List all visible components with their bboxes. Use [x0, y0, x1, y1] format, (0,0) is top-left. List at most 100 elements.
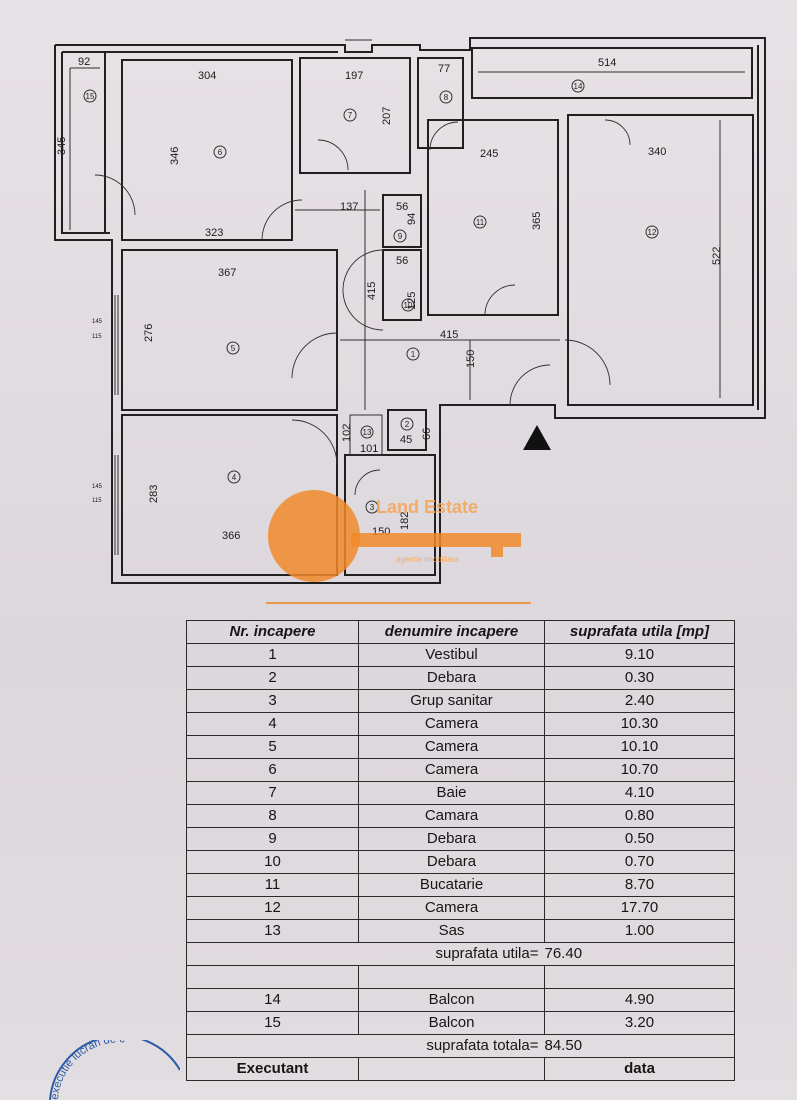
room-marker-9: 9 — [393, 229, 407, 243]
cell-area: 10.70 — [544, 758, 735, 782]
svg-text:5: 5 — [231, 344, 236, 353]
cell-area: 3.20 — [544, 1011, 735, 1035]
svg-text:2: 2 — [405, 420, 410, 429]
svg-text:415: 415 — [366, 282, 378, 300]
svg-text:3: 3 — [370, 503, 375, 512]
watermark-tagline: agentie imobiliara — [396, 555, 459, 564]
useful-area-value: 76.40 — [544, 942, 735, 966]
svg-text:56: 56 — [396, 255, 408, 267]
svg-text:125: 125 — [406, 292, 418, 310]
cell-name: Balcon — [358, 988, 545, 1012]
svg-text:522: 522 — [711, 247, 723, 265]
svg-text:145: 145 — [92, 484, 103, 490]
cell-name: Baie — [358, 781, 545, 805]
entrance-arrow-icon — [523, 425, 551, 450]
doors — [94, 119, 631, 496]
total-area-value: 84.50 — [544, 1034, 735, 1058]
total-area-label: suprafata totala= — [358, 1034, 545, 1058]
dimension-labels: 92 304 197 514 77 345 346 207 245 340 13… — [56, 56, 723, 542]
total-area-row: suprafata totala= 84.50 — [186, 1034, 735, 1058]
svg-text:9: 9 — [398, 232, 403, 241]
watermark-brand: Land Estate — [376, 497, 478, 517]
cell-area: 4.10 — [544, 781, 735, 805]
cell-nr: 7 — [186, 781, 359, 805]
cell-area: 17.70 — [544, 896, 735, 920]
cell-nr: 11 — [186, 873, 359, 897]
svg-text:137: 137 — [340, 201, 358, 213]
svg-text:182: 182 — [399, 512, 411, 530]
room-marker-2: 2 — [400, 417, 414, 431]
cell-name: Debara — [358, 827, 545, 851]
svg-text:345: 345 — [56, 137, 68, 155]
room-marker-13: 13 — [360, 425, 374, 439]
svg-text:366: 366 — [222, 530, 240, 542]
room-marker-8: 8 — [439, 90, 453, 104]
table-header: Nr. incapere denumire incapere suprafata… — [186, 620, 735, 644]
svg-text:346: 346 — [169, 147, 181, 165]
spacer-row — [186, 965, 735, 989]
walls — [54, 37, 766, 584]
cell-nr: 10 — [186, 850, 359, 874]
svg-text:101: 101 — [360, 443, 378, 455]
cell-name: Balcon — [358, 1011, 545, 1035]
svg-text:197: 197 — [345, 70, 363, 82]
watermark-key-icon — [268, 490, 360, 582]
svg-text:115: 115 — [92, 498, 102, 504]
room-marker-4: 4 — [227, 470, 241, 484]
svg-text:13: 13 — [363, 428, 372, 437]
cell-nr: 15 — [186, 1011, 359, 1035]
room-area-table: Nr. incapere denumire incapere suprafata… — [186, 620, 735, 1081]
svg-text:45: 45 — [400, 434, 412, 446]
official-stamp: executie lucrari de c — [49, 1040, 180, 1100]
svg-text:340: 340 — [648, 146, 666, 158]
header-nr: Nr. incapere — [186, 620, 359, 644]
cell-name: Camara — [358, 804, 545, 828]
svg-text:6: 6 — [218, 148, 223, 157]
cell-name: Camera — [358, 735, 545, 759]
cell-area: 1.00 — [544, 919, 735, 943]
cell-nr: 3 — [186, 689, 359, 713]
svg-text:102: 102 — [341, 424, 353, 442]
header-name: denumire incapere — [358, 620, 545, 644]
useful-area-row: suprafata utila= 76.40 — [186, 942, 735, 966]
cell-area: 10.30 — [544, 712, 735, 736]
svg-text:14: 14 — [574, 82, 583, 91]
svg-text:304: 304 — [198, 70, 216, 82]
svg-text:245: 245 — [480, 148, 498, 160]
cell-name: Sas — [358, 919, 545, 943]
cell-nr: 4 — [186, 712, 359, 736]
svg-text:145: 145 — [92, 319, 103, 325]
cell-name: Camera — [358, 896, 545, 920]
real-estate-watermark: Land Estate agentie imobiliara — [266, 490, 531, 604]
floor-plan-drawing: 15 6 7 8 14 11 12 9 10 5 1 13 2 4 3 92 3… — [54, 37, 766, 584]
svg-text:1: 1 — [411, 350, 416, 359]
cell-name: Bucatarie — [358, 873, 545, 897]
room-marker-10: 10 — [401, 298, 415, 312]
svg-text:207: 207 — [381, 107, 393, 125]
svg-text:115: 115 — [92, 334, 102, 340]
svg-text:66: 66 — [421, 428, 433, 440]
room-marker-11: 11 — [473, 215, 487, 229]
cell-name: Camera — [358, 758, 545, 782]
cell-area: 9.10 — [544, 643, 735, 667]
svg-text:415: 415 — [440, 329, 458, 341]
cell-name: Debara — [358, 666, 545, 690]
cell-name: Vestibul — [358, 643, 545, 667]
cell-area: 2.40 — [544, 689, 735, 713]
room-marker-1: 1 — [406, 347, 420, 361]
svg-text:367: 367 — [218, 267, 236, 279]
footer-executant: Executant — [186, 1057, 359, 1081]
